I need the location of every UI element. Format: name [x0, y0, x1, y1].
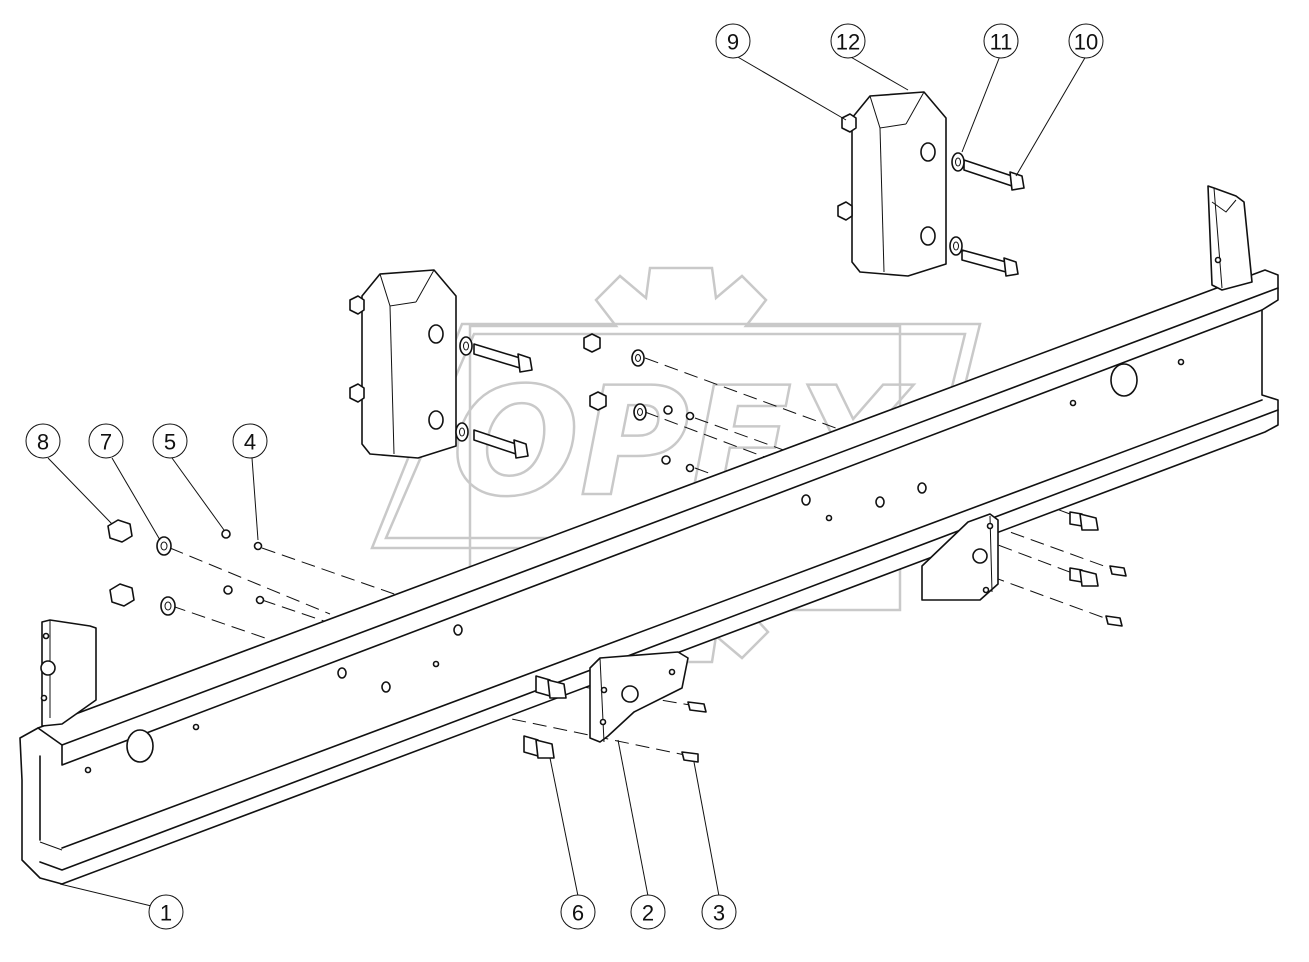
- bolt-6: [523, 511, 1099, 759]
- svg-text:8: 8: [37, 430, 49, 455]
- leader-lines: [47, 55, 1087, 911]
- svg-text:2: 2: [642, 901, 654, 926]
- svg-text:3: 3: [713, 901, 725, 926]
- beam-bottom-edge: [39, 409, 1279, 871]
- beam-hole: [453, 624, 463, 636]
- callout-7: 7: [88, 423, 124, 459]
- callout-12: 12: [830, 23, 866, 59]
- beam-hole-small: [1177, 358, 1185, 366]
- nut-5: [221, 529, 233, 595]
- middle-fasteners: [583, 333, 695, 473]
- svg-text:7: 7: [100, 430, 112, 455]
- beam-hole: [801, 494, 811, 506]
- beam-hole-small: [825, 514, 833, 522]
- beam-hole: [917, 482, 927, 494]
- bolt-10-upper: [961, 159, 1025, 277]
- mounting-bracket-rear: [921, 513, 999, 601]
- main-channel-beam: [19, 269, 1279, 885]
- callout-6: 6: [560, 894, 596, 930]
- assembly-line: [644, 357, 1071, 515]
- mounting-bracket-front: [589, 651, 689, 743]
- beam-hole-small: [432, 660, 440, 668]
- callout-5: 5: [152, 423, 188, 459]
- beam-hole-large: [126, 729, 154, 763]
- svg-text:5: 5: [164, 430, 176, 455]
- rubber-buffer-lower: [349, 269, 533, 459]
- beam-hole-small: [192, 723, 200, 731]
- left-end-bracket: [40, 619, 97, 727]
- assembly-line: [169, 547, 331, 615]
- nut-8: [107, 519, 135, 607]
- beam-hole-small: [84, 766, 92, 774]
- callout-8: 8: [25, 423, 61, 459]
- callout-3: 3: [701, 894, 737, 930]
- beam-inner-line: [39, 841, 63, 851]
- callout-10: 10: [1068, 23, 1104, 59]
- washer-4: [253, 541, 265, 605]
- beam-hole: [337, 667, 347, 679]
- svg-text:9: 9: [727, 30, 739, 55]
- callout-11: 11: [983, 23, 1019, 59]
- assembly-line: [261, 547, 401, 597]
- beam-hole: [875, 496, 885, 508]
- svg-text:6: 6: [572, 901, 584, 926]
- callout-9: 9: [715, 23, 751, 59]
- right-end-bracket: [1207, 185, 1253, 291]
- rubber-buffer-upper: [837, 91, 947, 277]
- beam-hole-small: [1069, 399, 1077, 407]
- screw-3: [681, 565, 1127, 763]
- beam-hole-large: [1110, 363, 1138, 397]
- svg-text:4: 4: [244, 430, 256, 455]
- svg-text:1: 1: [160, 901, 172, 926]
- watermark-gear: [468, 266, 902, 664]
- callout-4: 4: [232, 423, 268, 459]
- callout-2: 2: [630, 894, 666, 930]
- svg-text:11: 11: [990, 30, 1013, 55]
- beam-hole: [381, 681, 391, 693]
- svg-text:10: 10: [1074, 30, 1098, 55]
- washer-7: [156, 536, 176, 616]
- beam-lower-flange-edge: [61, 399, 1263, 849]
- washer-11-upper: [949, 152, 965, 256]
- svg-text:12: 12: [836, 30, 860, 55]
- assembly-line: [644, 411, 1076, 575]
- beam-top-inner-edge: [61, 309, 1263, 766]
- callout-1: 1: [148, 894, 184, 930]
